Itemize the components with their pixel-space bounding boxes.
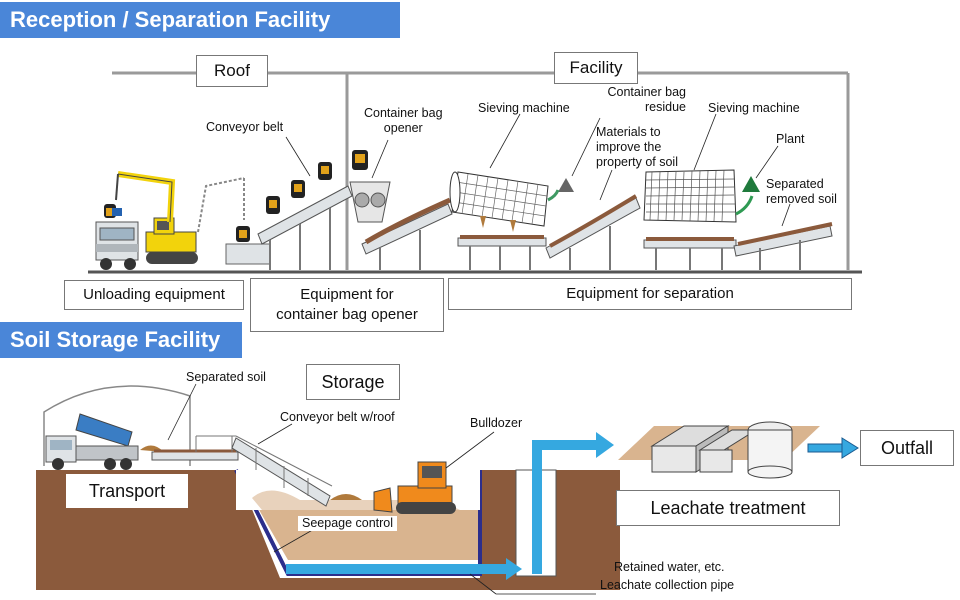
storage-label: Storage (321, 372, 385, 392)
conveyor-belt-1 (257, 162, 353, 270)
label-separated-line2: removed soil (766, 192, 837, 206)
label-bag-opener: Container bag opener (364, 106, 443, 136)
facility-box: Facility (554, 52, 638, 84)
label-bulldozer: Bulldozer (470, 416, 523, 430)
unloading-box: Unloading equipment (64, 280, 244, 310)
label-sieving-2: Sieving machine (708, 101, 800, 115)
opener-equipment-box: Equipment for container bag opener (250, 278, 444, 332)
section-title-reception: Reception / Separation Facility (0, 2, 400, 38)
transport-label: Transport (88, 481, 166, 501)
outfall-box: Outfall (860, 430, 954, 466)
bulldozer (373, 461, 456, 514)
storage-box: Storage (306, 364, 400, 400)
bag-opener-base (225, 243, 271, 265)
label-residue-line2: residue (645, 100, 686, 114)
leachate-tanks (618, 421, 820, 479)
label-residue: Container bag residue (594, 85, 686, 115)
crane-ghost (197, 177, 245, 233)
separation-box: Equipment for separation (448, 278, 852, 310)
truck-top (95, 221, 139, 270)
plant-pile (742, 176, 760, 192)
separation-label: Equipment for separation (566, 285, 734, 302)
opener-equipment-line2: container bag opener (276, 306, 418, 323)
excavator (104, 171, 198, 264)
label-sieving-1: Sieving machine (478, 101, 570, 115)
leader-lines-top (285, 113, 791, 227)
leachate-box: Leachate treatment (616, 490, 840, 526)
unloading-label: Unloading equipment (83, 286, 225, 303)
label-bag-opener-line2: opener (383, 121, 423, 135)
conveyor-belt-5 (643, 237, 737, 270)
sieving-drum-1 (449, 171, 549, 227)
sieving-drum-2 (643, 169, 737, 223)
conveyor-belt-4 (545, 194, 641, 270)
label-conveyor-belt: Conveyor belt (206, 120, 284, 134)
facility-label: Facility (569, 58, 623, 77)
label-leachate-pipe: Leachate collection pipe (600, 578, 735, 592)
label-plant: Plant (776, 132, 805, 146)
water-flow (286, 432, 614, 580)
transport-box: Transport (66, 474, 188, 508)
label-residue-line1: Container bag (607, 85, 686, 99)
label-bag-opener-line1: Container bag (364, 106, 443, 120)
section-title-storage: Soil Storage Facility (0, 322, 242, 358)
roof-box: Roof (196, 55, 268, 87)
residue-pile (558, 178, 574, 192)
plant-arrow (735, 195, 754, 216)
label-retained-water: Retained water, etc. (614, 560, 725, 574)
label-materials-line2: improve the (596, 140, 662, 154)
leader-lines-bottom (167, 383, 596, 595)
conveyor-roof (151, 435, 333, 507)
label-seepage: Seepage control (298, 516, 398, 531)
bag-opener-machine (349, 181, 391, 223)
roof-label: Roof (214, 61, 250, 80)
label-separated-line1: Separated (766, 177, 824, 191)
conveyor-belt-2 (361, 197, 453, 270)
label-conveyor-roof: Conveyor belt w/roof (280, 410, 395, 424)
outfall-arrow (807, 437, 859, 459)
conveyor-belt-3 (457, 216, 547, 270)
label-materials-line3: property of soil (596, 155, 678, 169)
conveyor-belt-6 (733, 222, 833, 270)
opener-equipment-line1: Equipment for (300, 286, 394, 303)
leachate-label: Leachate treatment (650, 498, 806, 518)
dome (43, 385, 191, 466)
residue-arrow (547, 189, 560, 202)
label-separated-soil: Separated soil (186, 370, 266, 384)
label-separated-removed: Separated removed soil (766, 177, 837, 207)
label-materials: Materials to improve the property of soi… (596, 125, 678, 170)
label-materials-line1: Materials to (596, 125, 661, 139)
dump-truck (45, 413, 139, 470)
outfall-label: Outfall (880, 438, 934, 458)
